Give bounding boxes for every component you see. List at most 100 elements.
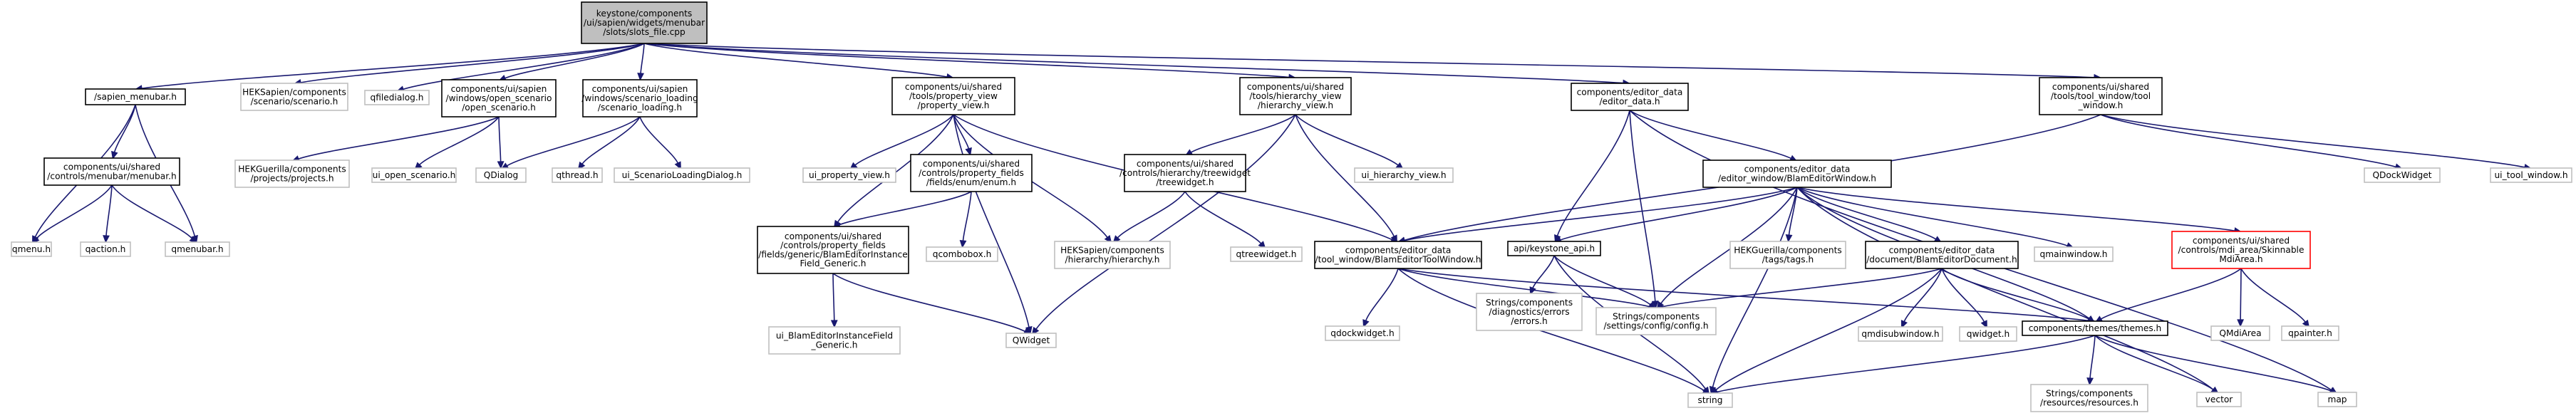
node-box <box>1959 326 2017 342</box>
edge-treewidget-h-to-qtreewidget <box>1184 191 1262 244</box>
node-qmainwindow[interactable]: qmainwindow.h <box>2034 246 2114 262</box>
node-box <box>2196 392 2242 407</box>
node-api-keystone[interactable]: api/keystone_api.h <box>1507 241 1601 256</box>
node-label-line: components/ui/shared <box>1247 82 1344 92</box>
node-string-h[interactable]: string <box>1687 392 1733 408</box>
node-qwidget-h[interactable]: qwidget.h <box>1959 326 2017 342</box>
node-qwidget-big[interactable]: QWidget <box>1005 333 1057 348</box>
node-qmdiarea[interactable]: QMdiArea <box>2210 325 2270 341</box>
node-map-h[interactable]: map <box>2317 392 2357 407</box>
node-label-line: /scenario/scenario.h <box>251 96 338 106</box>
node-ui-tool-window[interactable]: ui_tool_window.h <box>2490 167 2572 183</box>
node-hekg-tags[interactable]: HEKGuerilla/components/tags/tags.h <box>1729 241 1846 269</box>
node-box <box>582 79 698 117</box>
node-skinnable-mdi[interactable]: components/ui/shared/controls/mdi_area/S… <box>2171 231 2311 269</box>
node-qmenubar[interactable]: qmenubar.h <box>165 241 230 257</box>
node-settings-config[interactable]: Strings/components/settings/config/confi… <box>1595 307 1717 335</box>
edge-editor-window-to-vector-h <box>1796 187 2214 390</box>
node-qdockwidget-h[interactable]: qdockwidget.h <box>1325 325 1400 341</box>
node-hek-hierarchy[interactable]: HEKSapien/components/hierarchy/hierarchy… <box>1054 241 1171 269</box>
edge-tool-window-blam-to-string-h <box>1397 268 1705 392</box>
node-open-scenario[interactable]: components/ui/sapien/windows/open_scenar… <box>441 79 557 117</box>
edge-arrowhead <box>1900 320 1908 329</box>
node-editor-window[interactable]: components/editor_data/editor_window/Bla… <box>1702 160 1892 188</box>
node-qtreewidget[interactable]: qtreewidget.h <box>1230 246 1303 262</box>
node-hierarchy-view[interactable]: components/ui/shared/tools/hierarchy_vie… <box>1239 77 1352 115</box>
edge-skinnable-mdi-to-qmdiarea <box>2240 268 2242 320</box>
node-label-line: /errors.h <box>1511 316 1548 326</box>
edge-root-to-open-scenario <box>505 43 645 79</box>
node-label-line: qthread.h <box>556 170 598 180</box>
edge-editor-window-to-string-h <box>1712 187 1798 387</box>
node-themes-h[interactable]: components/themes/themes.h <box>2022 320 2168 336</box>
node-qcombobox[interactable]: qcombobox.h <box>926 246 998 262</box>
node-label-line: QDockWidget <box>2372 170 2431 180</box>
node-vector-h[interactable]: vector <box>2196 392 2242 407</box>
node-qmdisubwindow[interactable]: qmdisubwindow.h <box>1858 326 1943 342</box>
edge-tool-window-blam-to-themes-h <box>1397 268 2089 322</box>
node-editor-data[interactable]: components/editor_data/editor_data.h <box>1571 83 1689 111</box>
edge-root-to-tool-window <box>643 43 2095 78</box>
node-ui-property-view[interactable]: ui_property_view.h <box>802 167 896 183</box>
node-label-line: QMdiArea <box>2219 328 2261 338</box>
node-label-line: Field_Generic.h <box>800 258 866 268</box>
node-property-view[interactable]: components/ui/shared/tools/property_view… <box>891 77 1015 115</box>
edge-hierarchy-view-to-qwidget-big <box>1035 114 1296 330</box>
node-label-line: components/ui/shared <box>1137 159 1233 169</box>
node-label-line: QWidget <box>1013 335 1050 345</box>
edge-tool-window-to-ui-tool-window <box>2100 114 2525 168</box>
node-qthread[interactable]: qthread.h <box>552 167 603 183</box>
edge-editor-document-to-settings-config <box>1662 268 1943 308</box>
node-qmenu[interactable]: qmenu.h <box>11 241 52 257</box>
edge-root-to-hierarchy-view <box>643 43 1290 78</box>
node-label-line: components/ui/shared <box>923 159 1020 169</box>
node-label-line: ui_property_view.h <box>809 170 890 180</box>
node-qfiledialog[interactable]: qfiledialog.h <box>364 90 430 105</box>
edge-arrowhead <box>103 235 110 244</box>
node-tool-window[interactable]: components/ui/shared/tools/tool_window/t… <box>2039 77 2163 115</box>
node-enum-h[interactable]: components/ui/shared/controls/property_f… <box>910 154 1033 192</box>
node-qdialog[interactable]: QDialog <box>475 167 527 183</box>
node-strings-resources[interactable]: Strings/components/resources/resources.h <box>2030 384 2148 412</box>
node-hekg-projects[interactable]: HEKGuerilla/components/projects/projects… <box>234 160 350 188</box>
edge-open-scenario-to-ui-open-scenario <box>419 116 500 165</box>
node-sapien-menubar[interactable]: /sapien_menubar.h <box>85 88 186 105</box>
node-box <box>1595 307 1717 335</box>
node-qpainter[interactable]: qpainter.h <box>2281 325 2339 341</box>
node-box <box>80 241 131 257</box>
node-ui-scenario-loading[interactable]: ui_ScenarioLoadingDialog.h <box>614 167 750 183</box>
node-label-line: /controls/menubar/menubar.h <box>47 171 176 181</box>
edge-themes-h-to-map-h <box>2094 335 2332 392</box>
node-box <box>2171 231 2311 269</box>
node-label-line: Strings/components <box>1613 312 1700 322</box>
node-box <box>1325 325 1400 341</box>
node-treewidget-h[interactable]: components/ui/shared/controls/hierarchy/… <box>1119 154 1251 192</box>
edge-arrowhead <box>111 150 118 160</box>
node-label-line: /diagnostics/errors <box>1489 307 1569 317</box>
node-box <box>1729 241 1846 269</box>
edge-arrowhead <box>2237 319 2245 328</box>
node-tool-window-blam[interactable]: components/editor_data/tool_window/BlamE… <box>1314 241 1482 269</box>
edge-editor-window-to-qmainwindow <box>1796 187 2068 246</box>
node-label-line: qtreewidget.h <box>1236 249 1297 259</box>
node-strings-errors[interactable]: Strings/components/diagnostics/errors/er… <box>1476 293 1583 331</box>
node-ui-generic[interactable]: ui_BlamEditorInstanceField_Generic.h <box>768 326 901 355</box>
node-ui-hierarchy-view[interactable]: ui_hierarchy_view.h <box>1354 167 1454 183</box>
node-label-line: QDialog <box>484 170 518 180</box>
node-label-line: /scenario_loading.h <box>598 103 682 113</box>
node-label-line: components/themes/themes.h <box>2029 323 2162 333</box>
node-root[interactable]: keystone/components/ui/sapien/widgets/me… <box>581 1 708 44</box>
node-generic-h[interactable]: components/ui/shared/controls/property_f… <box>757 226 909 274</box>
node-box <box>910 154 1033 192</box>
node-menubar-h[interactable]: components/ui/shared/controls/menubar/me… <box>43 157 180 186</box>
node-box <box>234 160 350 188</box>
node-box <box>2281 325 2339 341</box>
edge-hierarchy-view-to-tool-window-blam <box>1295 114 1395 237</box>
node-ui-open-scenario[interactable]: ui_open_scenario.h <box>371 167 457 183</box>
node-scenario-loading[interactable]: components/ui/sapien/windows/scenario_lo… <box>581 79 698 117</box>
node-hek-scenario[interactable]: HEKSapien/components/scenario/scenario.h <box>240 83 348 111</box>
node-qaction[interactable]: qaction.h <box>80 241 131 257</box>
node-qdockwidget-cls[interactable]: QDockWidget <box>2364 167 2441 183</box>
node-box <box>1476 293 1583 331</box>
node-editor-document[interactable]: components/editor_data/document/BlamEdit… <box>1865 241 2019 269</box>
